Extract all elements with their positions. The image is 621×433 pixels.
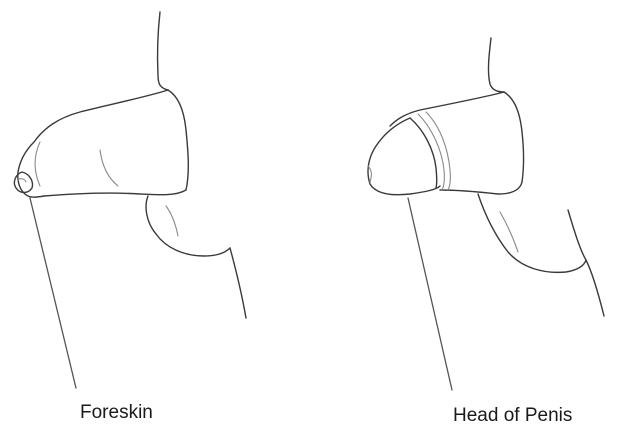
right-leg-line <box>568 210 604 316</box>
left-foreskin-tip <box>14 172 32 193</box>
left-shaft-base <box>168 90 188 190</box>
circumcised-illustration <box>368 38 604 390</box>
left-shaft-shading <box>100 150 118 186</box>
right-corona-ring-outer <box>426 112 450 190</box>
left-scrotum-crease <box>166 206 178 236</box>
right-corona-ring <box>410 118 437 188</box>
left-leg-line <box>230 248 246 318</box>
foreskin-label: Foreskin <box>80 402 153 424</box>
right-corona-ring-inner <box>418 114 444 190</box>
right-glans <box>368 118 440 195</box>
right-scrotum <box>478 194 586 272</box>
left-shaft-outline <box>18 90 186 197</box>
left-foreskin-fold <box>35 142 40 186</box>
left-scrotum <box>146 196 230 256</box>
uncircumcised-illustration <box>14 12 246 388</box>
right-shaft-base <box>504 92 524 182</box>
right-abdomen-line <box>488 38 504 92</box>
right-shaft-outline <box>390 92 504 126</box>
right-shaft-bottom <box>440 182 522 194</box>
left-pointer-line <box>30 198 76 388</box>
head-of-penis-label: Head of Penis <box>453 405 572 427</box>
right-pointer-line <box>408 198 452 390</box>
left-foreskin-tip-opening <box>18 179 26 182</box>
right-scrotum-crease <box>500 212 518 252</box>
left-abdomen-line <box>158 12 168 90</box>
